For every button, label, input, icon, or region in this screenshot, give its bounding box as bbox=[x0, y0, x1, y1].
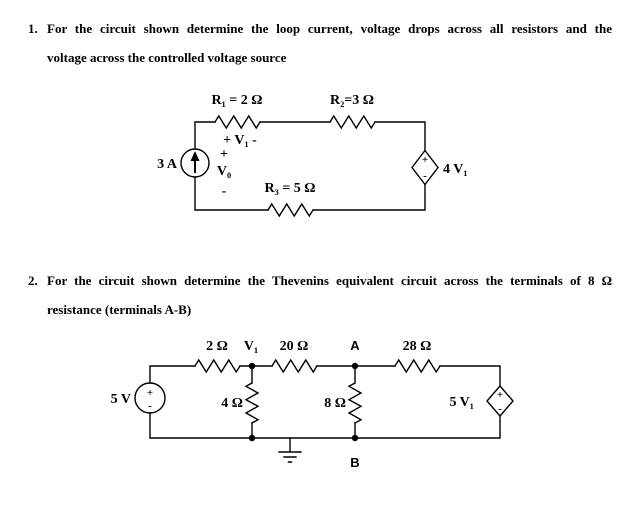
problem-1-line-1: For the circuit shown determine the loop… bbox=[47, 21, 612, 36]
current-arrow-icon bbox=[190, 151, 200, 161]
resistor-8ohm-label: 8 Ω bbox=[324, 396, 346, 411]
dependent-source-label: 4 V₁ bbox=[443, 162, 468, 177]
resistor-28ohm-zigzag bbox=[394, 358, 441, 374]
resistor-20ohm: 20 Ω bbox=[271, 339, 318, 374]
resistor-r1: R₁ = 2 Ω bbox=[212, 93, 263, 130]
dependent-source-5v1-minus-sign: - bbox=[498, 403, 502, 415]
vo-minus-sign: - bbox=[222, 184, 227, 199]
dependent-source-5v1-label: 5 V₁ bbox=[449, 395, 474, 410]
vo-plus-sign: + bbox=[220, 147, 228, 162]
resistor-8ohm-zigzag bbox=[347, 382, 363, 424]
problem-2: 2. For the circuit shown determine the T… bbox=[28, 266, 612, 324]
resistor-2ohm-zigzag bbox=[194, 358, 241, 374]
resistor-r3-label: R₃ = 5 Ω bbox=[265, 181, 316, 196]
dependent-source-plus-sign: + bbox=[422, 154, 428, 166]
resistor-2ohm-label: 2 Ω bbox=[206, 339, 228, 354]
problem-2-line-1: For the circuit shown determine the Thev… bbox=[47, 273, 612, 288]
voltage-source-minus-sign: - bbox=[148, 400, 152, 412]
node-b-label: B bbox=[350, 455, 359, 470]
circuit-2-diagram: + - 5 V 2 Ω V₁ 20 Ω A 28 Ω 4 Ω 8 Ω + - 5… bbox=[111, 338, 514, 470]
problem-1-number: 1. bbox=[28, 21, 38, 36]
resistor-28ohm: 28 Ω bbox=[394, 339, 441, 374]
dependent-source-diamond bbox=[411, 149, 439, 186]
v1-voltage-drop-label: + V₁ - bbox=[223, 133, 257, 148]
ground-icon bbox=[278, 437, 302, 463]
voltage-source-label: 5 V bbox=[111, 392, 131, 407]
node-v1: V₁ bbox=[244, 339, 258, 370]
resistor-r2: R₂=3 Ω bbox=[329, 93, 376, 130]
node-a-label: A bbox=[350, 338, 360, 353]
vo-annotation: + V₀ - bbox=[217, 147, 231, 199]
problem-2-statement: For the circuit shown determine the Thev… bbox=[47, 266, 612, 324]
problem-1-line-2: voltage across the controlled voltage so… bbox=[47, 50, 287, 65]
circuit-1-diagram: R₁ = 2 Ω R₂=3 Ω + V₁ - 3 A + V₀ - + - 4 … bbox=[157, 93, 468, 218]
problem-1: 1. For the circuit shown determine the l… bbox=[28, 14, 612, 72]
problem-1-statement: For the circuit shown determine the loop… bbox=[47, 14, 612, 72]
node-b-dot bbox=[351, 434, 359, 442]
resistor-r1-zigzag bbox=[214, 114, 261, 130]
problem-2-number: 2. bbox=[28, 273, 38, 288]
dependent-source-5v1: + - 5 V₁ bbox=[449, 384, 514, 418]
resistor-r3: R₃ = 5 Ω bbox=[265, 181, 316, 218]
node-dot bbox=[248, 434, 256, 442]
current-source-circle bbox=[180, 148, 210, 178]
voltage-source-5v: + - 5 V bbox=[111, 382, 166, 414]
resistor-8ohm: 8 Ω bbox=[324, 382, 363, 424]
circuit-1-wire-path bbox=[194, 121, 426, 211]
node-v1-label: V₁ bbox=[244, 339, 258, 354]
bottom-nodes: B bbox=[248, 434, 360, 470]
dependent-source-minus-sign: - bbox=[423, 170, 427, 182]
vo-label: V₀ bbox=[217, 164, 231, 179]
resistor-r2-zigzag bbox=[329, 114, 376, 130]
dependent-source-5v1-plus-sign: + bbox=[497, 389, 503, 401]
dependent-source-4v1: + - 4 V₁ bbox=[411, 149, 468, 186]
resistor-20ohm-zigzag bbox=[271, 358, 318, 374]
node-a: A bbox=[350, 338, 360, 370]
resistor-r1-label: R₁ = 2 Ω bbox=[212, 93, 263, 108]
resistor-r2-label: R₂=3 Ω bbox=[330, 93, 374, 108]
ground-symbol bbox=[278, 437, 302, 463]
dependent-source-5v1-diamond bbox=[486, 384, 514, 418]
resistor-2ohm: 2 Ω bbox=[194, 339, 241, 374]
voltage-source-circle bbox=[134, 382, 166, 414]
node-a-dot bbox=[351, 362, 359, 370]
problem-2-line-2: resistance (terminals A-B) bbox=[47, 302, 192, 317]
node-v1-dot bbox=[248, 362, 256, 370]
circuit-1-wires bbox=[194, 121, 426, 211]
resistor-4ohm-label: 4 Ω bbox=[221, 396, 243, 411]
voltage-source-plus-sign: + bbox=[147, 387, 153, 399]
resistor-20ohm-label: 20 Ω bbox=[280, 339, 309, 354]
resistor-4ohm: 4 Ω bbox=[221, 382, 260, 424]
current-source-3a: 3 A bbox=[157, 148, 210, 178]
current-source-label: 3 A bbox=[157, 157, 178, 172]
resistor-r3-zigzag bbox=[267, 202, 314, 218]
resistor-28ohm-label: 28 Ω bbox=[403, 339, 432, 354]
resistor-4ohm-zigzag bbox=[244, 382, 260, 424]
